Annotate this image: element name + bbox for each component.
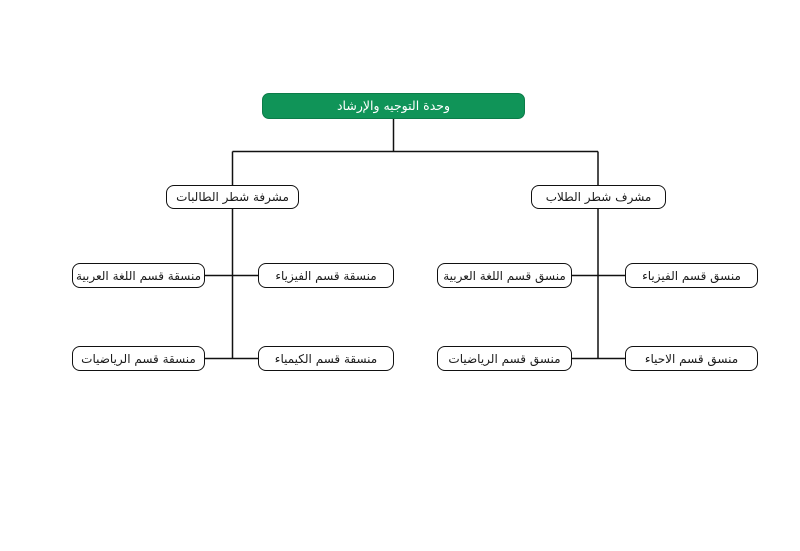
- node-male-physics-coordinator: منسق قسم الفيزياء: [625, 263, 758, 288]
- node-female-math-coordinator: منسقة قسم الرياضيات: [72, 346, 205, 371]
- node-male-math-coordinator: منسق قسم الرياضيات: [437, 346, 572, 371]
- node-female-arabic-coordinator: منسقة قسم اللغة العربية: [72, 263, 205, 288]
- node-female-physics-coordinator: منسقة قسم الفيزياء: [258, 263, 394, 288]
- node-male-arabic-coordinator: منسق قسم اللغة العربية: [437, 263, 572, 288]
- node-guidance-unit: وحدة التوجيه والإرشاد: [262, 93, 525, 119]
- node-male-biology-coordinator: منسق قسم الاحياء: [625, 346, 758, 371]
- node-female-section-supervisor: مشرفة شطر الطالبات: [166, 185, 299, 209]
- node-male-section-supervisor: مشرف شطر الطلاب: [531, 185, 666, 209]
- node-female-chemistry-coordinator: منسقة قسم الكيمياء: [258, 346, 394, 371]
